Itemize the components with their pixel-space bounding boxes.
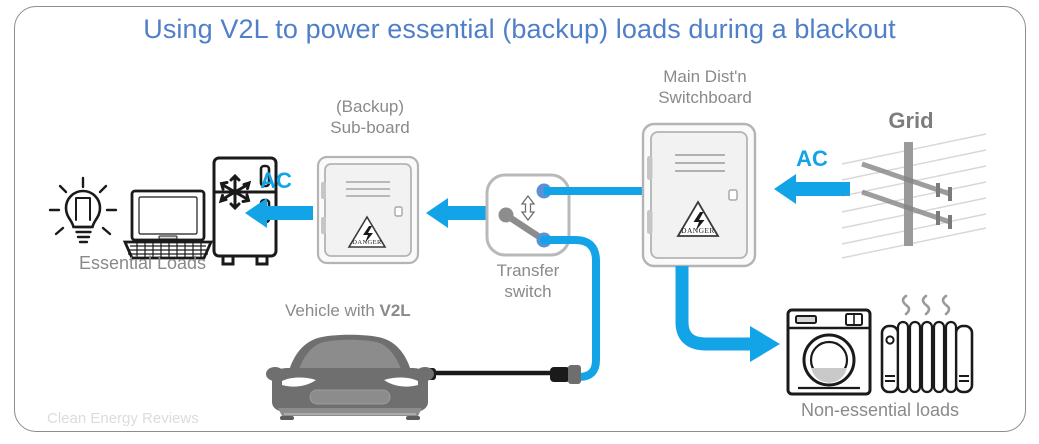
lightbulb-icon xyxy=(48,176,118,244)
ac-label-right: AC xyxy=(782,146,842,172)
main-switchboard-label-line1: Main Dist'n xyxy=(663,67,747,86)
svg-text:DANGER: DANGER xyxy=(681,226,715,235)
svg-text:DANGER: DANGER xyxy=(352,239,382,246)
non-essential-loads-group xyxy=(786,294,976,398)
vehicle-label-v2l: V2L xyxy=(379,301,411,320)
heat-wave-icon xyxy=(901,294,951,316)
watermark: Clean Energy Reviews xyxy=(47,410,199,427)
ac-flow-arrow-left-icon-2 xyxy=(426,198,488,228)
transfer-switch-label-line1: Transfer xyxy=(496,261,560,280)
wire-transfer-to-vehicle xyxy=(540,236,600,381)
transfer-switch-label-line2: switch xyxy=(504,282,552,301)
essential-loads-icons xyxy=(48,156,278,266)
ac-label-left: AC xyxy=(246,168,306,194)
charging-plug-icon-cable xyxy=(550,365,581,384)
essential-loads-group xyxy=(40,150,278,266)
main-switchboard-enclosure[interactable]: DANGER xyxy=(641,122,757,268)
snowflake-icon xyxy=(218,173,252,211)
main-switchboard-label-line2: Switchboard xyxy=(658,88,752,107)
diagram-title: Using V2L to power essential (backup) lo… xyxy=(143,14,896,44)
sub-board-label: (Backup) Sub-board xyxy=(300,96,440,138)
power-pole-icon xyxy=(841,133,987,259)
sub-board-label-line1: (Backup) xyxy=(335,97,405,116)
vehicle-label-prefix: Vehicle with xyxy=(285,301,380,320)
electric-car-front-icon xyxy=(266,334,434,420)
essential-loads-label: Essential Loads xyxy=(78,253,207,273)
vehicle-label: Vehicle with V2L xyxy=(285,300,455,321)
danger-electric-shock-icon: DANGER xyxy=(347,215,387,248)
ac-text-left: AC xyxy=(260,168,292,193)
danger-electric-shock-icon-main: DANGER xyxy=(676,200,720,237)
ac-flow-arrow-left-icon-3 xyxy=(774,174,850,204)
non-essential-loads-label: Non-essential loads xyxy=(800,400,960,420)
grid-label: Grid xyxy=(888,108,934,133)
non-essential-loads-icons xyxy=(786,294,974,396)
ac-flow-arrow-left-icon xyxy=(245,198,313,228)
diagram-border xyxy=(14,6,1026,432)
main-switchboard-label: Main Dist'n Switchboard xyxy=(630,66,780,108)
transfer-switch-label: Transfer switch xyxy=(478,260,578,302)
sub-board-label-line2: Sub-board xyxy=(330,118,410,137)
transfer-switch-pivot xyxy=(498,207,514,223)
laptop-icon xyxy=(122,189,214,260)
ac-text-right: AC xyxy=(796,146,828,171)
up-down-arrow-icon xyxy=(520,194,536,222)
sub-board-enclosure[interactable]: DANGER xyxy=(316,155,420,265)
radiator-icon xyxy=(880,320,974,394)
washing-machine-icon xyxy=(786,308,872,396)
non-essential-flow-arrow-icon xyxy=(675,266,780,362)
